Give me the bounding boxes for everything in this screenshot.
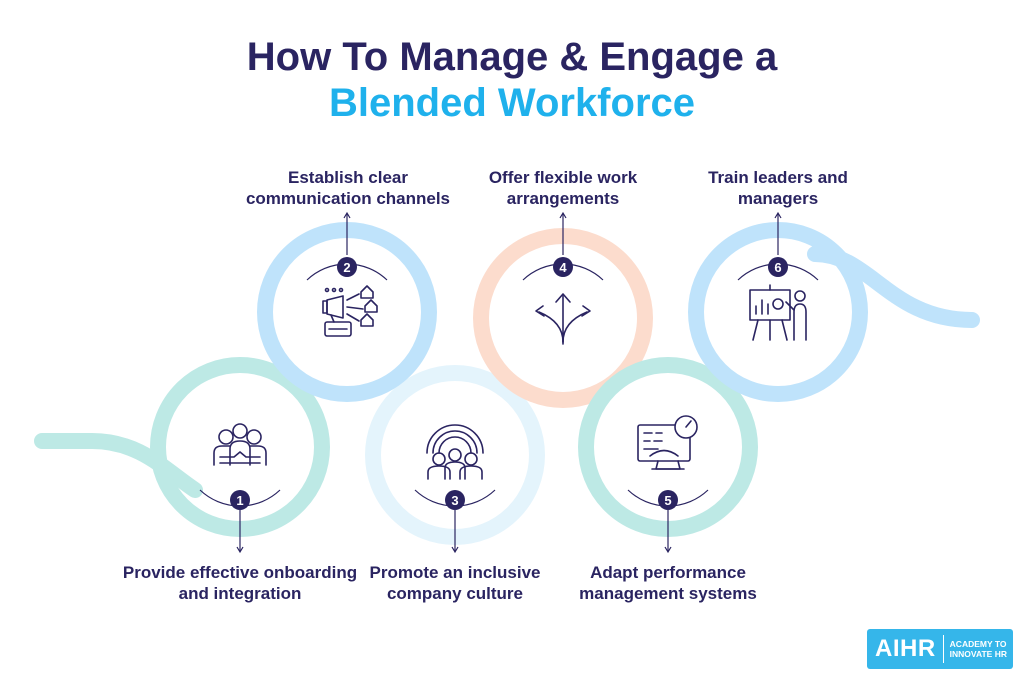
title-line-2: Blended Workforce: [329, 81, 695, 125]
svg-text:6: 6: [774, 260, 781, 275]
arrowhead-5: [664, 546, 672, 554]
step-label-5: Adapt performance management systems: [579, 563, 757, 603]
megaphone-houses-icon: [322, 285, 378, 337]
arrowhead-6: [774, 211, 782, 219]
step-label-2: Establish clear communication channels: [245, 168, 451, 208]
aihr-logo: AIHR ACADEMY TO INNOVATE HR: [867, 629, 1013, 669]
svg-text:5: 5: [664, 493, 671, 508]
three-way-arrows-icon: [535, 293, 591, 345]
svg-text:3: 3: [451, 493, 458, 508]
presentation-board-icon: [749, 284, 807, 341]
left-tail: [34, 433, 203, 498]
step-badge-1: 1: [230, 490, 250, 510]
svg-text:4: 4: [559, 260, 567, 275]
arrowhead-2: [343, 211, 351, 219]
title-line-1: How To Manage & Engage a: [246, 35, 778, 79]
step-badge-2: 2: [337, 257, 357, 277]
arrowhead-1: [236, 546, 244, 554]
svg-text:1: 1: [236, 493, 243, 508]
logo-divider: [942, 635, 944, 663]
logo-tagline-line-1: ACADEMY TO: [949, 639, 1007, 649]
logo-tagline: ACADEMY TO INNOVATE HR: [944, 639, 1007, 659]
step-label-6: Train leaders and managers: [708, 168, 848, 208]
step-badge-5: 5: [658, 490, 678, 510]
arrowhead-4: [559, 211, 567, 219]
svg-text:2: 2: [343, 260, 350, 275]
diverse-people-rainbow-icon: [426, 424, 484, 480]
logo-brand: AIHR: [875, 635, 936, 662]
step-label-4: Offer flexible work arrangements: [488, 168, 638, 208]
step-badge-6: 6: [768, 257, 788, 277]
monitor-gauge-icon: [637, 415, 698, 470]
logo-tagline-line-2: INNOVATE HR: [949, 649, 1007, 659]
step-label-1: Provide effective onboarding and integra…: [122, 563, 358, 603]
team-handshake-icon: [213, 423, 267, 466]
step-badge-3: 3: [445, 490, 465, 510]
page-title: How To Manage & Engage a Blended Workfor…: [0, 34, 1024, 126]
arrowhead-3: [451, 546, 459, 554]
step-label-3: Promote an inclusive company culture: [369, 563, 541, 603]
step-badge-4: 4: [553, 257, 573, 277]
